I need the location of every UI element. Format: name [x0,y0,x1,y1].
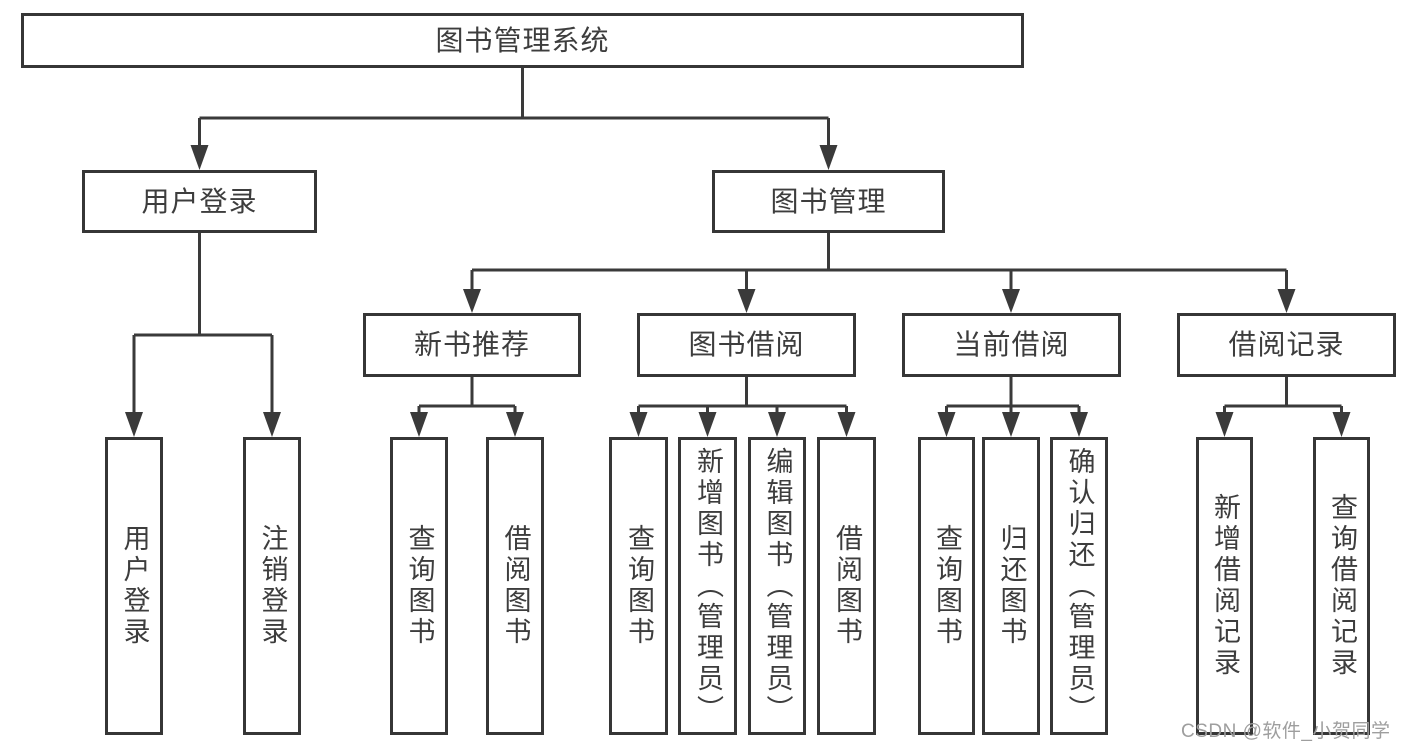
node-label: 当前借阅 [953,329,1070,360]
leaf-user-login: 用户登录 [105,437,163,735]
leaf-add-books-admin: 新增图书（管理员） [678,437,737,735]
node-label: 查询图书 [932,524,962,648]
leaf-add-borrow-record: 新增借阅记录 [1196,437,1253,735]
node-current-borrowing: 当前借阅 [902,313,1121,377]
leaf-logout: 注销登录 [243,437,301,735]
leaf-confirm-return-admin: 确认归还（管理员） [1050,437,1108,735]
node-label: 查询借阅记录 [1327,493,1357,679]
node-label: 编辑图书（管理员） [762,446,793,726]
node-user-login: 用户登录 [82,170,317,233]
node-label: 归还图书 [996,524,1027,648]
leaf-borrow-books-recommend: 借阅图书 [486,437,544,735]
node-label: 查询图书 [624,524,654,648]
connector-strokes [132,68,1343,418]
node-label: 新增借阅记录 [1210,493,1240,679]
leaf-query-books-current: 查询图书 [918,437,975,735]
node-label: 新书推荐 [413,329,530,360]
node-label: 新增图书（管理员） [693,446,723,726]
node-new-book-recommendation: 新书推荐 [363,313,581,377]
node-label: 借阅图书 [832,524,862,648]
leaf-query-borrow-record: 查询借阅记录 [1313,437,1370,735]
arrowheads [125,145,1351,437]
node-label: 查询图书 [404,524,435,648]
leaf-borrow-books-borrow: 借阅图书 [817,437,876,735]
node-label: 用户登录 [141,185,258,217]
node-label: 图书借阅 [688,329,805,360]
watermark: CSDN @软件_小贺同学 [1181,721,1391,742]
node-label: 注销登录 [257,524,288,648]
leaf-return-books: 归还图书 [982,437,1040,735]
node-label: 用户登录 [119,524,150,648]
leaf-query-books-recommend: 查询图书 [390,437,448,735]
node-label: 借阅图书 [500,524,531,648]
node-label: 图书管理 [770,185,887,217]
node-book-borrowing: 图书借阅 [637,313,856,377]
node-label: 借阅记录 [1228,329,1345,360]
node-label: 图书管理系统 [435,24,610,56]
leaf-edit-books-admin: 编辑图书（管理员） [748,437,806,735]
node-borrowing-records: 借阅记录 [1177,313,1396,377]
node-book-management: 图书管理 [712,170,945,233]
leaf-query-books-borrow: 查询图书 [609,437,668,735]
node-label: 确认归还（管理员） [1064,446,1095,726]
node-library-management-system: 图书管理系统 [21,13,1024,68]
